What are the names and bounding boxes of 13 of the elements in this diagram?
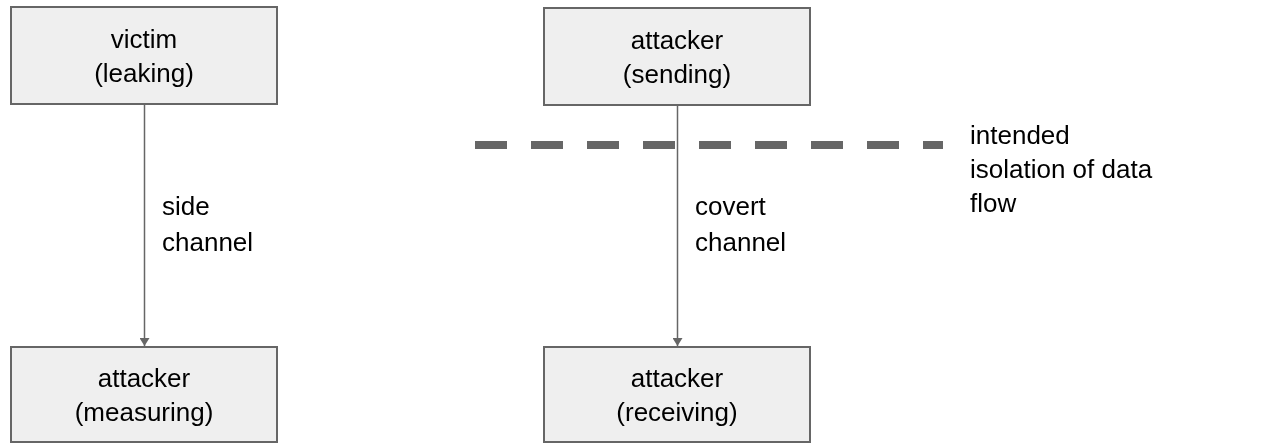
box-label: victim (leaking) bbox=[93, 22, 195, 90]
process-box bbox=[10, 6, 278, 105]
arrow bbox=[139, 104, 150, 347]
process-box bbox=[543, 7, 811, 106]
process-box bbox=[10, 346, 278, 443]
edge-label: side channel bbox=[162, 190, 255, 259]
note-text: intended isolation of data flow bbox=[970, 119, 1154, 220]
process-box bbox=[543, 346, 811, 443]
box-label: attacker (receiving) bbox=[615, 361, 739, 429]
box-label: attacker (measuring) bbox=[73, 361, 215, 429]
box-label: attacker (sending) bbox=[621, 23, 733, 91]
edge-label: covert channel bbox=[695, 190, 788, 259]
arrow bbox=[672, 105, 683, 347]
